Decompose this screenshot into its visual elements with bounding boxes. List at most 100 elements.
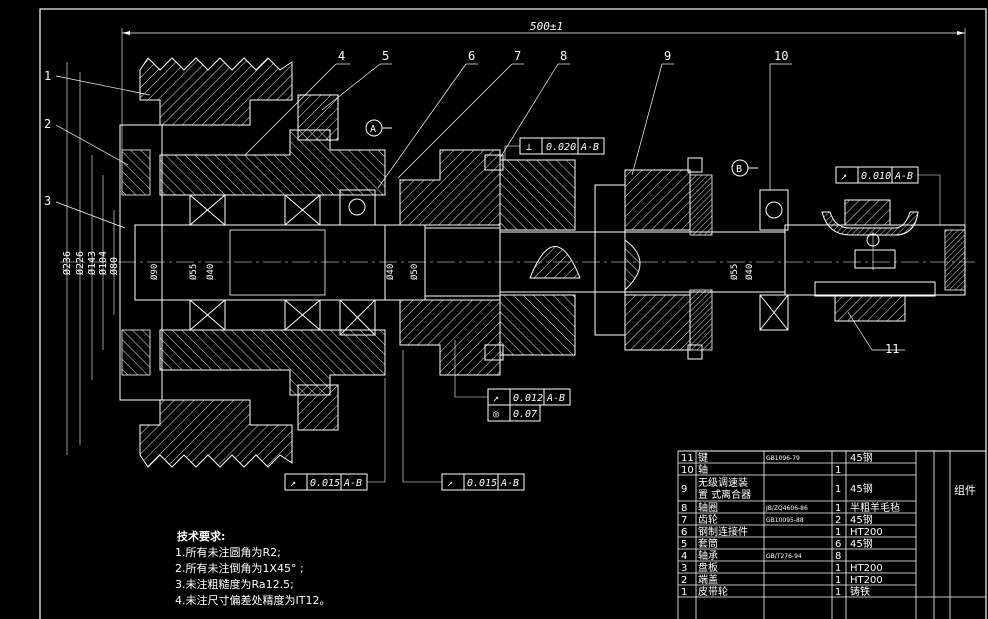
parts-row-qty: 1 [835, 484, 841, 495]
parts-row-name: 轴承 [698, 549, 718, 562]
parts-row-no: 6 [681, 527, 687, 538]
shaft-end-fork [814, 199, 936, 322]
tech-req-item-4: 4.未注尺寸偏差处精度为IT12。 [175, 593, 330, 607]
dim-left-1: Ø226 [74, 251, 86, 275]
tech-req-title: 技术要求: [177, 529, 225, 543]
dim-bore-4: Ø50 [409, 264, 420, 280]
tol-3-value: 0.07 [513, 409, 537, 420]
tech-req-item-3: 3.未注粗糙度为Ra12.5; [175, 577, 294, 591]
parts-row-qty: 1 [835, 527, 841, 538]
main-shaft [134, 224, 966, 301]
tol-2-datum: A-B [546, 393, 565, 404]
parts-row-material: 45钢 [850, 451, 873, 464]
parts-row-qty: 8 [835, 551, 841, 562]
parts-row-no: 9 [681, 484, 687, 495]
tol-4-symbol: ↗ [290, 478, 296, 489]
parts-row-material: HT200 [850, 563, 883, 574]
parts-row-name: 端盖 [698, 573, 718, 586]
overall-dimension: 500±1 [121, 20, 966, 235]
balloon-5: 5 [382, 49, 389, 63]
parts-row-no: 3 [681, 563, 687, 574]
tol-5-value: 0.015 [467, 478, 497, 489]
bore-diameter-dims: Ø90 Ø55 Ø40 Ø40 Ø50 Ø55 Ø40 [149, 264, 755, 280]
dim-left-4: Ø80 [108, 257, 120, 275]
hub-housing [159, 94, 386, 431]
parts-row-qty: 1 [835, 563, 841, 574]
parts-row-name: 皮带轮 [698, 585, 728, 598]
balloon-11: 11 [885, 342, 899, 356]
parts-row-material: 45钢 [850, 482, 873, 495]
tol-2-symbol: ↗ [493, 393, 499, 404]
parts-row-name: 盘板 [698, 561, 718, 574]
left-diameter-dims: Ø236 Ø226 Ø143 Ø104 Ø80 [61, 62, 120, 455]
dim-bore-1: Ø55 [188, 264, 199, 280]
dim-bore-3: Ø40 [385, 264, 396, 280]
parts-row-no: 1 [681, 587, 687, 598]
bearing-left-group [189, 189, 376, 336]
parts-row-material: 铸铁 [850, 585, 870, 598]
parts-row-material: 45钢 [850, 513, 873, 526]
parts-row-code: GB10095-88 [766, 517, 804, 524]
parts-row-qty: 6 [835, 539, 841, 550]
parts-row-name: 轴圈 [698, 501, 718, 514]
dim-bore-5: Ø55 [729, 264, 740, 280]
bearing-right-group [759, 189, 789, 331]
balloon-4: 4 [338, 49, 345, 63]
datum-a-label: A [370, 124, 376, 135]
parts-row-code: JB/ZQ4606-86 [765, 505, 808, 512]
parts-row-qty: 2 [835, 515, 841, 526]
parts-row-no: 10 [681, 465, 694, 476]
parts-row-material: HT200 [850, 575, 883, 586]
tolerance-frames: ⊥ 0.020 A-B ↗ 0.010 A-B ↗ 0.012 A-B ◎ 0.… [284, 137, 941, 491]
parts-row-no: 7 [681, 515, 687, 526]
tol-4-datum: A-B [343, 478, 362, 489]
balloon-9: 9 [664, 49, 671, 63]
parts-row-name: 钢制连接件 [698, 525, 748, 538]
balloon-2: 2 [44, 117, 51, 131]
balloon-3: 3 [44, 194, 51, 208]
tech-req-item-2: 2.所有未注倒角为1X45° ; [175, 561, 304, 575]
parts-row-code: GB1096-79 [766, 455, 800, 462]
overall-dimension-label: 500±1 [530, 20, 563, 33]
tol-1-datum: A-B [894, 171, 913, 182]
parts-row-name: 轴 [698, 463, 708, 476]
dim-left-0: Ø236 [61, 251, 73, 275]
tech-req-item-1: 1.所有未注圆角为R2; [175, 545, 281, 559]
dim-bore-2: Ø40 [205, 264, 216, 280]
parts-row-name-cont: 置 式离合器 [698, 488, 751, 501]
datum-b-label: B [736, 164, 742, 175]
dim-left-3: Ø104 [97, 251, 109, 275]
parts-row-qty: 1 [835, 575, 841, 586]
parts-row-material: HT200 [850, 527, 883, 538]
tol-0-symbol: ⊥ [526, 142, 532, 153]
tol-5-symbol: ↗ [447, 478, 453, 489]
parts-row-no: 11 [681, 453, 694, 464]
tol-3-symbol: ◎ [493, 409, 499, 420]
parts-row-qty: 1 [835, 587, 841, 598]
balloon-8: 8 [560, 49, 567, 63]
tol-4-value: 0.015 [310, 478, 340, 489]
tol-0-value: 0.020 [546, 142, 576, 153]
parts-row-no: 2 [681, 575, 687, 586]
parts-row-no: 4 [681, 551, 687, 562]
balloons: 1 2 3 4 5 6 7 8 9 10 11 [44, 49, 905, 356]
parts-row-qty: 1 [835, 503, 841, 514]
tol-2-value: 0.012 [513, 393, 543, 404]
parts-row-no: 5 [681, 539, 687, 550]
parts-row-name: 齿轮 [698, 513, 718, 526]
drawing-frame [39, 8, 987, 619]
tol-0-datum: A-B [580, 142, 599, 153]
balloon-6: 6 [468, 49, 475, 63]
tol-1-value: 0.010 [861, 171, 891, 182]
parts-row-name: 键 [698, 451, 708, 464]
parts-row-qty: 1 [835, 465, 841, 476]
dim-left-2: Ø143 [86, 251, 98, 275]
parts-row-code: GB/T276-94 [766, 553, 802, 560]
pulley [119, 57, 293, 468]
parts-row-name: 无级调速装 [698, 476, 748, 489]
gear-assembly [399, 149, 581, 376]
balloon-7: 7 [514, 49, 521, 63]
balloon-10: 10 [774, 49, 788, 63]
tol-1-symbol: ↗ [841, 171, 847, 182]
